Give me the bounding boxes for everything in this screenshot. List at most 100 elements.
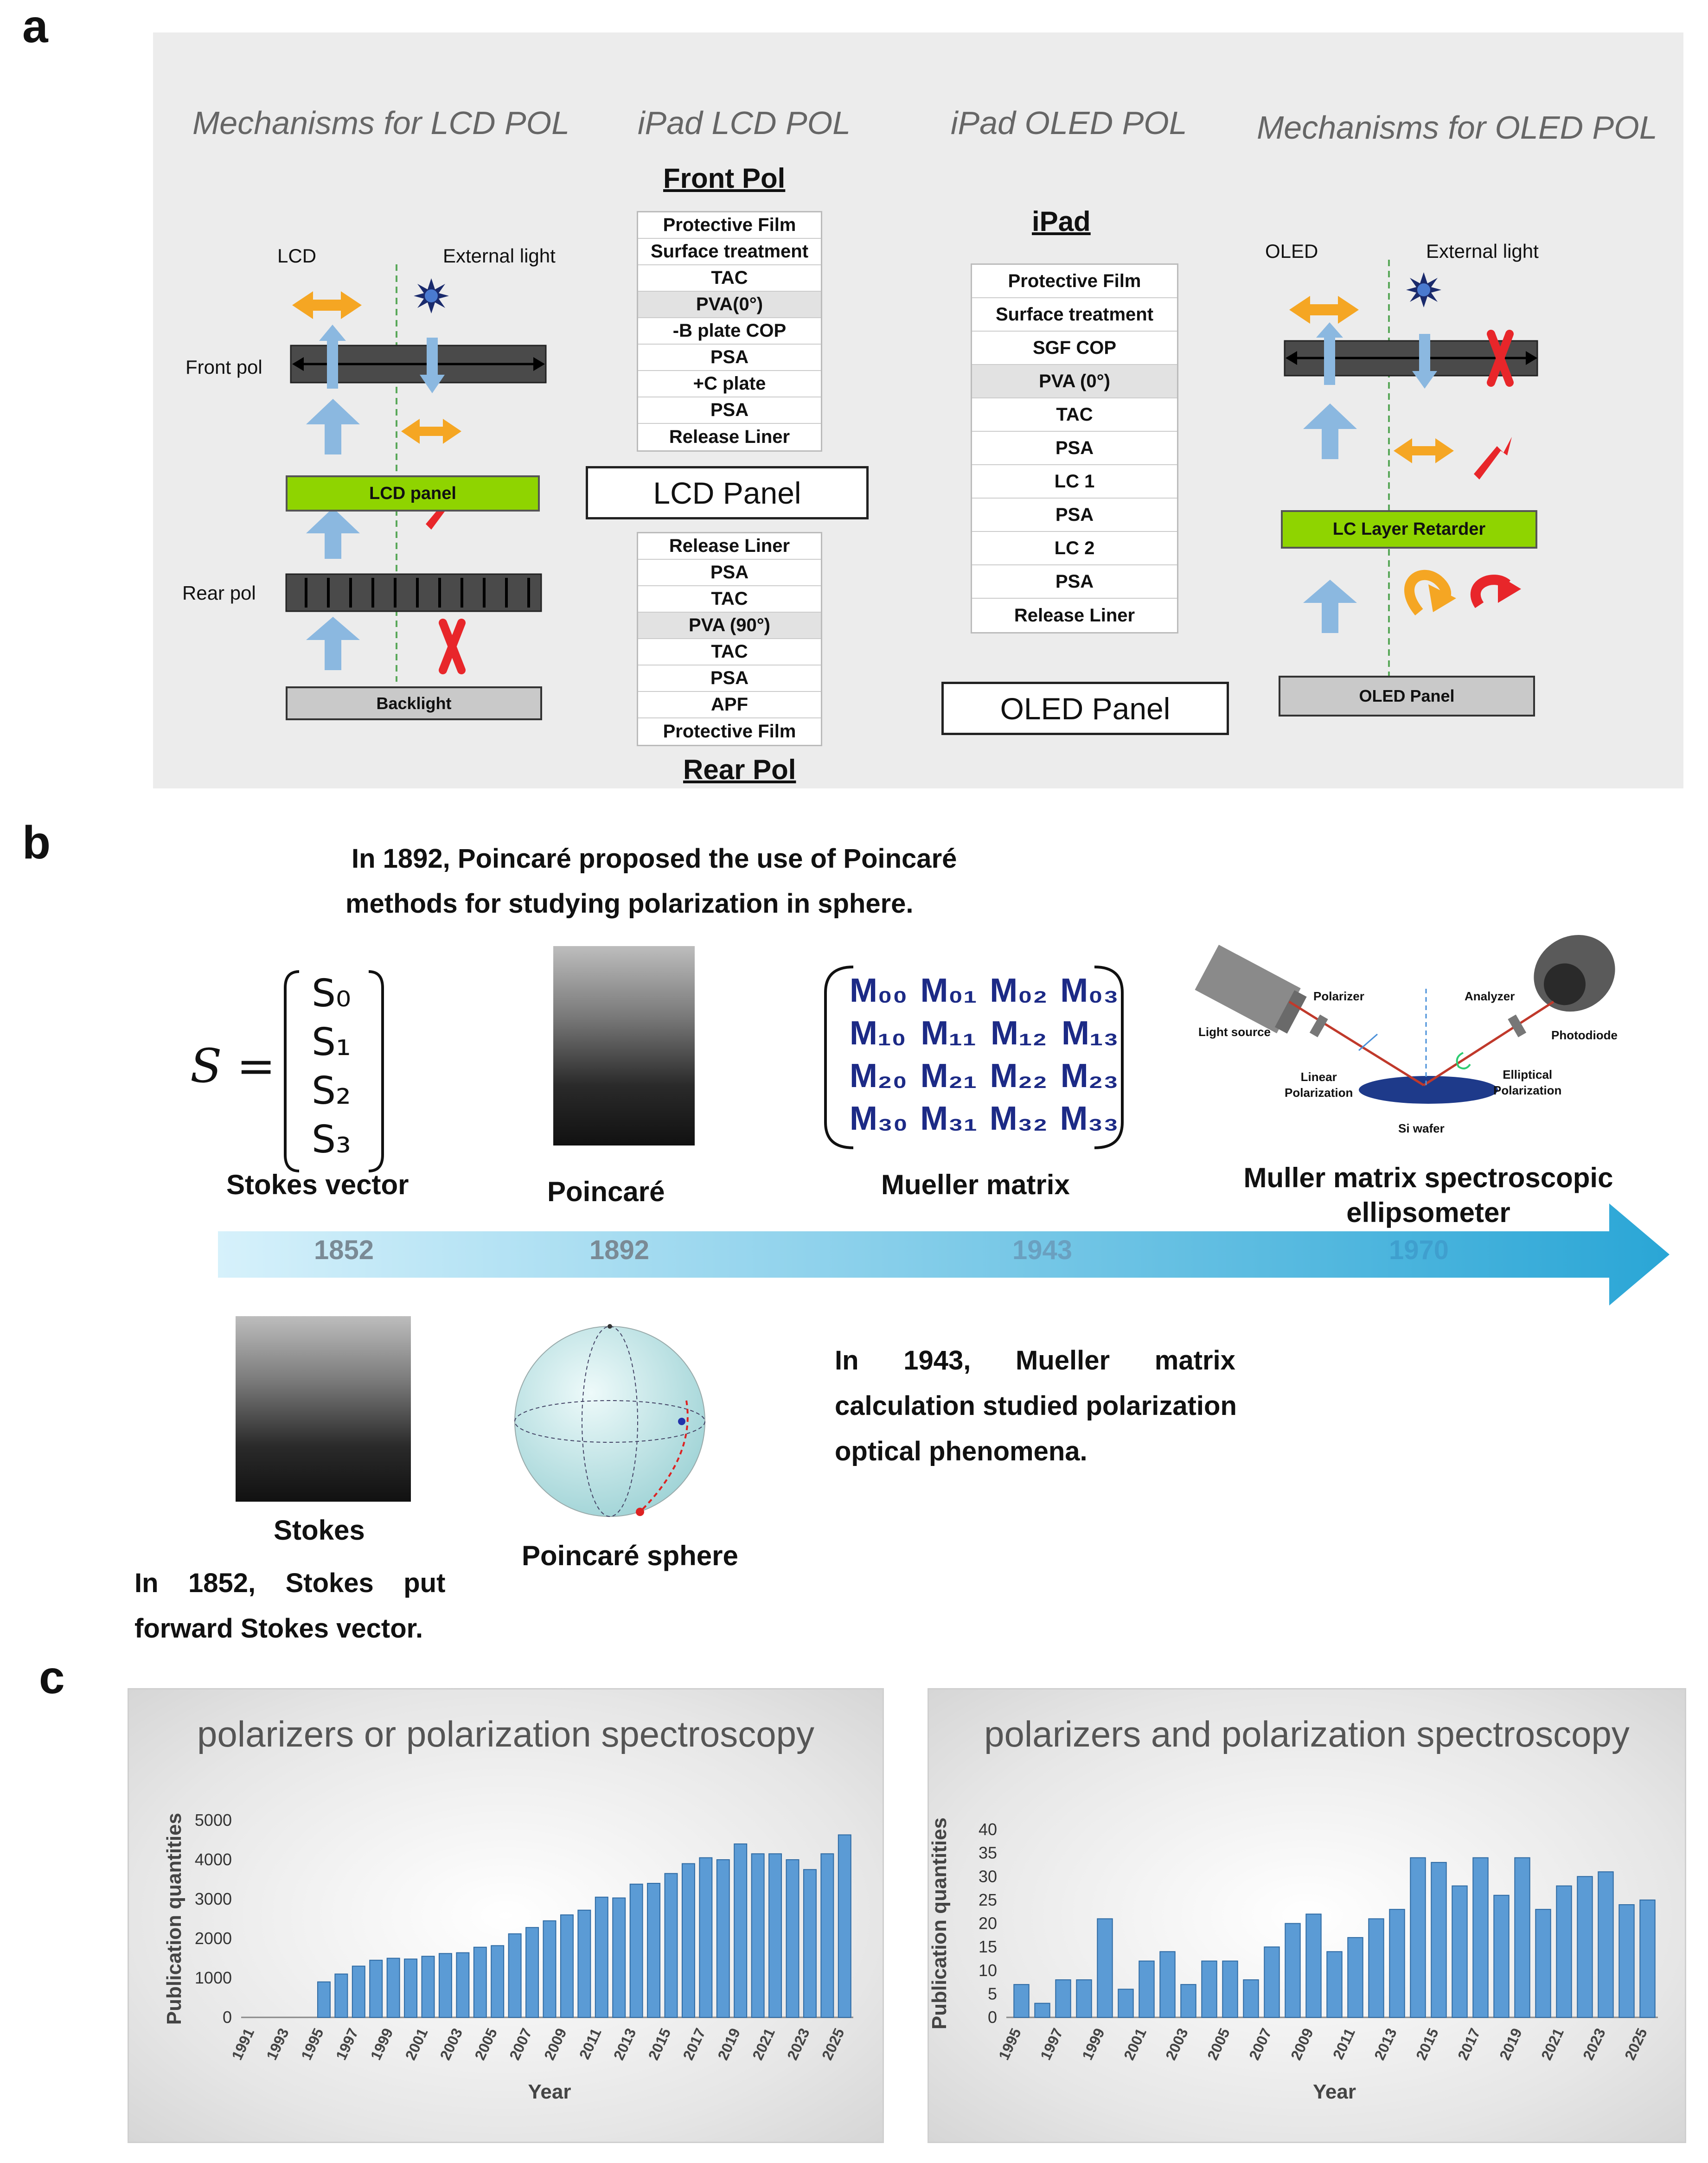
linear-polarization-label: Linear Polarization	[1285, 1070, 1353, 1100]
bar-2004	[1201, 1960, 1217, 2018]
y-axis-title: Publication quantities	[928, 1817, 951, 2029]
panel-letter-a: a	[22, 0, 48, 52]
stokes-s0: S₀	[312, 972, 351, 1016]
analyzer-label: Analyzer	[1465, 989, 1515, 1003]
bar-2019	[1514, 1857, 1530, 2018]
x-tick-label: 2003	[436, 2026, 466, 2063]
oled-pol-layer: Protective Film	[972, 265, 1177, 298]
x-tick-label: 2017	[679, 2026, 709, 2063]
mueller-matrix-label: Mueller matrix	[881, 1169, 1070, 1200]
x-axis-title: Year	[1313, 2080, 1356, 2103]
front-pol-layer: TAC	[638, 265, 821, 292]
bar-2018	[716, 1859, 730, 2018]
y-tick-label: 20	[979, 1914, 997, 1933]
x-tick-label: 2005	[1204, 2026, 1233, 2063]
poincare-sphere-graphic	[514, 1324, 705, 1517]
mueller-element: M₀₃	[1060, 972, 1119, 1009]
mueller-text-line3: optical phenomena.	[835, 1436, 1087, 1466]
bar-2023	[803, 1869, 817, 2018]
bar-2005	[491, 1945, 505, 2018]
front-pol-layer: PSA	[638, 397, 821, 424]
x-tick-label: 1997	[333, 2026, 362, 2063]
bar-2001	[1139, 1960, 1155, 2018]
lcd-label: LCD	[277, 245, 317, 267]
mueller-text-line1: In 1943, Mueller matrix	[835, 1345, 1235, 1376]
x-axis-title: Year	[528, 2080, 571, 2103]
x-tick-label: 1995	[995, 2026, 1024, 2063]
title-mech-lcd: Mechanisms for LCD POL	[192, 105, 570, 141]
ellipsometer-caption-line2: ellipsometer	[1346, 1197, 1510, 1228]
si-wafer-label: Si wafer	[1398, 1121, 1445, 1135]
stokes-symbol: S =	[190, 1039, 276, 1093]
mueller-element: M₁₃	[1061, 1015, 1119, 1052]
bar-2021	[768, 1853, 782, 2018]
bar-2010	[577, 1909, 591, 2018]
bar-2015	[664, 1873, 678, 2018]
mueller-element: M₃₁	[920, 1100, 978, 1137]
oled-pol-layer: LC 2	[972, 532, 1177, 565]
bar-1995	[1013, 1984, 1030, 2018]
bar-2014	[647, 1883, 661, 2018]
y-tick-label: 10	[979, 1961, 997, 1980]
bar-2019	[734, 1843, 748, 2018]
x-tick-label: 2003	[1162, 2026, 1191, 2063]
bar-2022	[1577, 1876, 1593, 2018]
timeline-year-1852: 1852	[314, 1235, 374, 1265]
bar-2008	[543, 1920, 557, 2018]
bar-1999	[1097, 1918, 1113, 2018]
x-tick-label: 2021	[1538, 2026, 1567, 2063]
bar-1995	[317, 1981, 331, 2018]
oled-pol-layer: TAC	[972, 398, 1177, 432]
bar-1997	[352, 1965, 365, 2018]
title-mech-oled: Mechanisms for OLED POL	[1257, 109, 1657, 146]
rear-pol-layer: PSA	[638, 666, 821, 692]
polarizer-label: Polarizer	[1313, 989, 1364, 1003]
oled-pol-layer: Release Liner	[1014, 605, 1135, 626]
bar-2013	[1389, 1909, 1405, 2018]
sun-icon	[414, 278, 449, 314]
stokes-s3: S₃	[312, 1118, 351, 1162]
y-tick-label: 0	[988, 2008, 997, 2027]
title-ipad-lcd: iPad LCD POL	[638, 105, 851, 141]
front-pol-layer: -B plate COP	[638, 318, 821, 345]
y-axis-title: Publication quantities	[163, 1813, 186, 2025]
bar-2025	[838, 1834, 851, 2018]
x-tick-label: 1991	[228, 2026, 257, 2063]
oled-pol-layer: PSA	[972, 432, 1177, 465]
external-light-label-oled: External light	[1426, 240, 1539, 262]
orange-double-arrow-1	[292, 291, 362, 319]
stokes-text-line2: forward Stokes vector.	[134, 1613, 423, 1644]
x-tick-label: 2019	[714, 2026, 743, 2063]
bar-2024	[1618, 1904, 1635, 2018]
bar-1996	[1034, 2003, 1050, 2018]
x-tick-label: 2017	[1454, 2026, 1484, 2063]
front-pol-layer: Surface treatment	[638, 239, 821, 265]
mueller-element: M₀₂	[990, 972, 1048, 1009]
y-tick-label: 0	[223, 2008, 232, 2027]
bar-2001	[421, 1956, 435, 2018]
x-tick-label: 2015	[1413, 2026, 1442, 2063]
bar-2020	[751, 1853, 765, 2018]
oled-panel-box: OLED Panel	[941, 682, 1229, 735]
ellipsometer-schematic	[1195, 935, 1615, 1104]
oled-pol-layer: Surface treatment	[972, 298, 1177, 332]
stokes-elements: S₀ S₁ S₂ S₃	[312, 969, 351, 1164]
y-tick-label: 2000	[195, 1929, 232, 1948]
mueller-element: M₀₁	[920, 972, 977, 1009]
rear-pol-layer: APF	[638, 692, 821, 718]
lcd-mechanism-diagram	[285, 264, 547, 682]
timeline-year-1970: 1970	[1389, 1235, 1449, 1265]
rear-pol-layer: Protective Film	[663, 721, 796, 742]
y-tick-label: 4000	[195, 1850, 232, 1869]
bar-1997	[1055, 1979, 1071, 2018]
poincare-label: Poincaré	[547, 1176, 665, 1207]
title-ipad-oled: iPad OLED POL	[951, 105, 1187, 141]
mueller-element: M₃₂	[989, 1100, 1048, 1137]
bar-2011	[595, 1896, 608, 2018]
oled-pol-layer: PVA (0°)	[972, 365, 1177, 398]
